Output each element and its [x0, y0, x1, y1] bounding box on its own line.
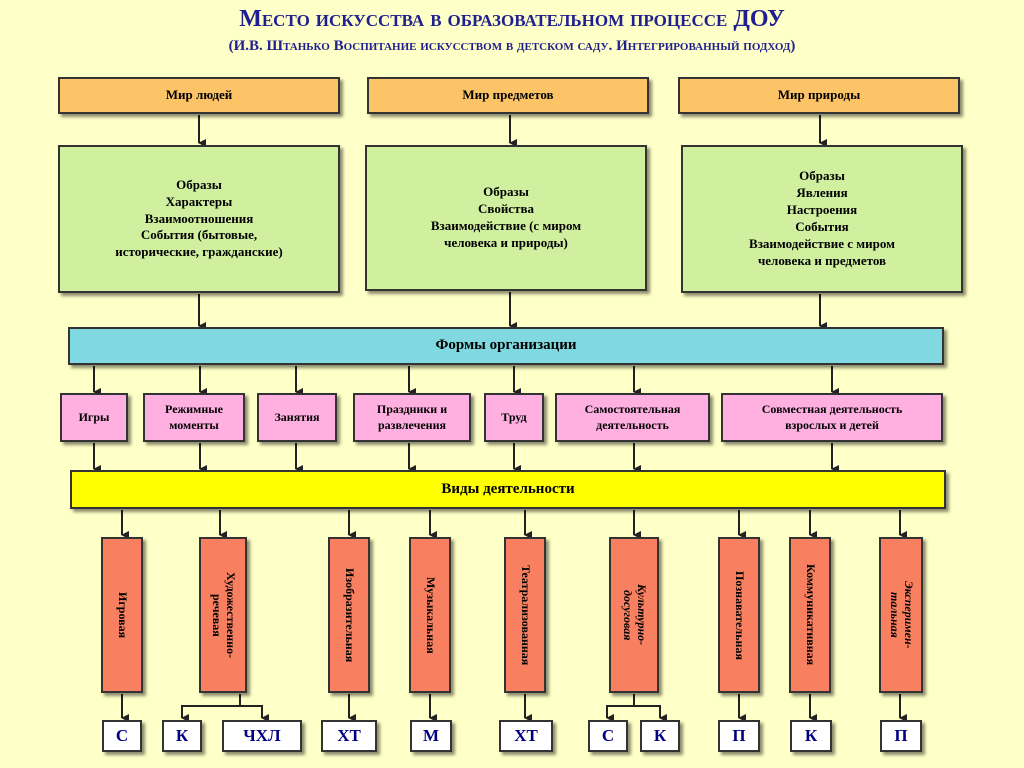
activity-label: Познавательная: [732, 570, 747, 660]
code-box: С: [588, 720, 628, 752]
activity-label: Культурно- досуговая: [621, 584, 649, 646]
activity-label: Эксперимен- тальная: [888, 581, 916, 649]
form-label: Труд: [501, 409, 527, 424]
activity-communicative: Коммуникативная: [789, 537, 831, 693]
code-box: ХТ: [321, 720, 377, 752]
world-nature-box: Мир природы: [678, 77, 960, 114]
form-label: Режимные моменты: [165, 401, 223, 432]
activity-art-speech: Художественно- речевая: [199, 537, 247, 693]
code-label: П: [732, 725, 746, 745]
activity-label: Театрализованная: [518, 564, 533, 666]
code-label: ХТ: [337, 725, 361, 745]
activity-cognitive: Познавательная: [718, 537, 760, 693]
activity-label: Изобразительная: [342, 567, 357, 663]
world-people-details-text: Образы Характеры Взаимоотношения События…: [115, 176, 283, 260]
world-objects-box: Мир предметов: [367, 77, 649, 114]
form-lessons: Занятия: [257, 393, 337, 442]
code-box: К: [640, 720, 680, 752]
code-box: П: [880, 720, 922, 752]
code-label: К: [175, 725, 189, 745]
code-label: П: [894, 725, 908, 745]
world-people-box: Мир людей: [58, 77, 340, 114]
form-games: Игры: [60, 393, 128, 442]
world-nature-details: Образы Явления Настроения События Взаимо…: [681, 145, 963, 293]
form-label: Самостоятельная деятельность: [584, 401, 681, 432]
code-box: К: [790, 720, 832, 752]
activities-bar-label: Виды деятельности: [441, 480, 575, 497]
page-title: Место искусства в образовательном процес…: [239, 6, 785, 32]
code-box: П: [718, 720, 760, 752]
code-box: С: [102, 720, 142, 752]
form-label: Совместная деятельность взрослых и детей: [761, 401, 903, 432]
activity-cultural-leisure: Культурно- досуговая: [609, 537, 659, 693]
activity-label: Коммуникативная: [803, 564, 818, 666]
page-subtitle: (И.В. Штанько Воспитание искусством в де…: [228, 38, 796, 54]
world-people-details: Образы Характеры Взаимоотношения События…: [58, 145, 340, 293]
code-box: К: [162, 720, 202, 752]
activity-game: Игровая: [101, 537, 143, 693]
form-label: Занятия: [274, 409, 320, 424]
form-joint: Совместная деятельность взрослых и детей: [721, 393, 943, 442]
activity-music: Музыкальная: [409, 537, 451, 693]
world-nature-details-text: Образы Явления Настроения События Взаимо…: [749, 168, 895, 268]
activity-theater: Театрализованная: [504, 537, 546, 693]
code-label: С: [601, 725, 615, 745]
form-routine: Режимные моменты: [143, 393, 245, 442]
code-label: К: [653, 725, 667, 745]
world-objects-details-text: Образы Свойства Взаимодействие (с миром …: [430, 184, 582, 250]
code-box: ХТ: [499, 720, 553, 752]
form-holidays: Праздники и развлечения: [353, 393, 471, 442]
activities-bar: Виды деятельности: [70, 470, 946, 509]
code-label: С: [115, 725, 129, 745]
activity-label: Игровая: [115, 591, 130, 639]
code-label: ЧХЛ: [243, 725, 281, 745]
forms-bar-label: Формы организации: [435, 337, 577, 354]
world-people-label: Мир людей: [165, 87, 233, 103]
activity-label: Музыкальная: [423, 576, 438, 654]
code-label: ХТ: [514, 725, 538, 745]
form-label: Праздники и развлечения: [376, 401, 448, 432]
activity-experimental: Эксперимен- тальная: [879, 537, 923, 693]
world-nature-label: Мир природы: [777, 87, 861, 103]
code-label: К: [804, 725, 818, 745]
form-label: Игры: [78, 409, 110, 424]
form-labor: Труд: [484, 393, 544, 442]
activity-visual: Изобразительная: [328, 537, 370, 693]
form-independent: Самостоятельная деятельность: [555, 393, 710, 442]
code-box: М: [410, 720, 452, 752]
world-objects-details: Образы Свойства Взаимодействие (с миром …: [365, 145, 647, 291]
world-objects-label: Мир предметов: [462, 87, 554, 103]
code-label: М: [422, 725, 440, 745]
activity-label: Художественно- речевая: [210, 571, 238, 659]
code-box: ЧХЛ: [222, 720, 302, 752]
forms-bar: Формы организации: [68, 327, 944, 365]
